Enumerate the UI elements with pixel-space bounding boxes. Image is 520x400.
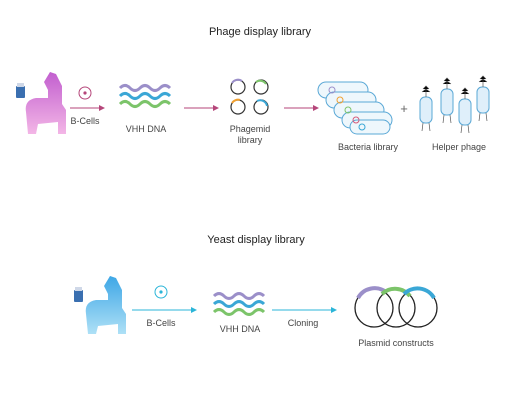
dna-wave-icon	[118, 84, 172, 108]
label-yeast-bcells: B-Cells	[146, 318, 176, 328]
label-helper-phage: Helper phage	[431, 142, 487, 152]
b-cell-icon	[154, 285, 168, 299]
phage-icon	[419, 86, 490, 126]
b-cell-icon	[78, 86, 92, 100]
alpaca-icon	[74, 276, 126, 334]
phage-section-title: Phage display library	[208, 26, 312, 38]
label-phagemid-line2: library	[237, 135, 263, 145]
label-yeast-vhh-dna: VHH DNA	[219, 324, 261, 334]
label-cloning: Cloning	[287, 318, 319, 328]
plus-sign: +	[400, 101, 408, 116]
label-phage-vhh-dna: VHH DNA	[125, 124, 167, 134]
label-bacteria-library: Bacteria library	[337, 142, 399, 152]
plasmid-icon	[354, 286, 438, 328]
label-plasmid-constructs: Plasmid constructs	[358, 338, 434, 348]
label-phage-bcells: B-Cells	[70, 116, 100, 126]
plasmid-icon	[230, 78, 269, 115]
bacteria-icon	[317, 81, 393, 135]
label-phagemid-line1: Phagemid	[229, 124, 271, 134]
yeast-section-title: Yeast display library	[207, 234, 305, 246]
alpaca-icon	[16, 72, 66, 134]
dna-wave-icon	[212, 292, 266, 316]
